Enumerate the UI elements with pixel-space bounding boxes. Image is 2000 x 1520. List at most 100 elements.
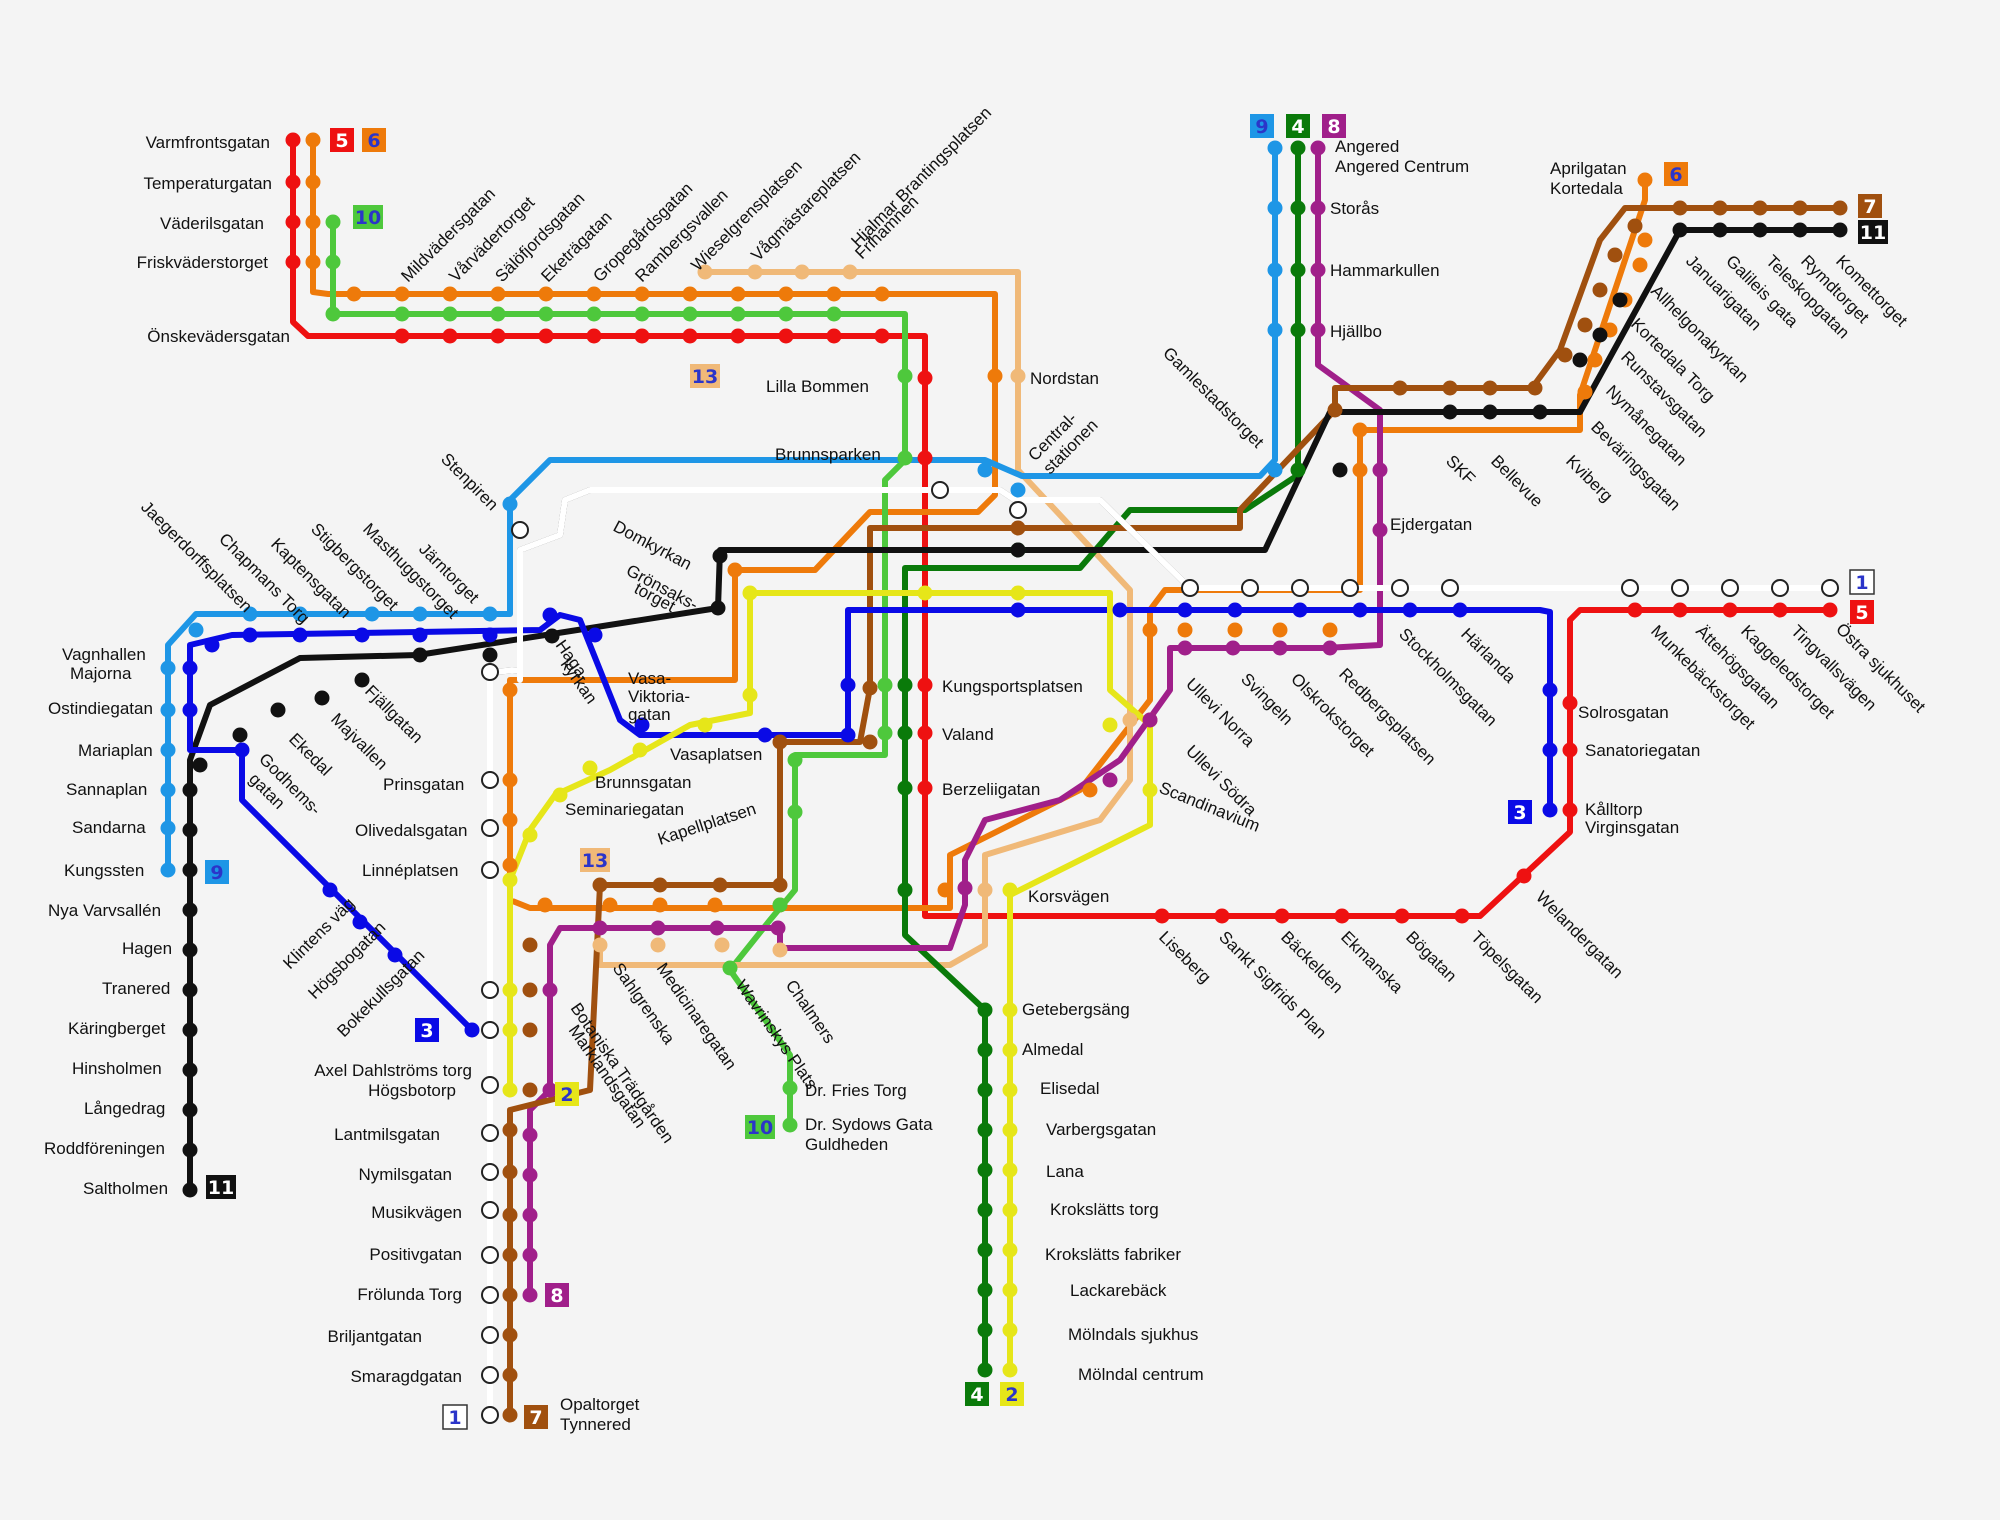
stop-marker[interactable] [442, 328, 458, 344]
stop-marker[interactable] [1274, 908, 1290, 924]
stop-marker[interactable] [160, 702, 176, 718]
stop-marker[interactable] [1587, 352, 1603, 368]
stop-marker[interactable] [502, 1287, 518, 1303]
stop-marker[interactable] [1310, 200, 1326, 216]
line-6-badge[interactable]: 6 [1664, 162, 1688, 186]
stop-marker[interactable] [682, 286, 698, 302]
stop-marker[interactable] [917, 370, 933, 386]
stop-marker[interactable] [481, 1201, 499, 1219]
stop-marker[interactable] [412, 647, 428, 663]
stop-marker[interactable] [650, 937, 666, 953]
stop-marker[interactable] [778, 306, 794, 322]
stop-marker[interactable] [1792, 222, 1808, 238]
stop-marker[interactable] [977, 882, 993, 898]
stop-marker[interactable] [552, 787, 568, 803]
stop-marker[interactable] [502, 496, 518, 512]
stop-marker[interactable] [502, 1022, 518, 1038]
stop-marker[interactable] [977, 1162, 993, 1178]
stop-marker[interactable] [234, 742, 250, 758]
stop-marker[interactable] [826, 328, 842, 344]
stop-marker[interactable] [1142, 622, 1158, 638]
stop-marker[interactable] [354, 627, 370, 643]
stop-marker[interactable] [1771, 579, 1789, 597]
stop-marker[interactable] [710, 600, 726, 616]
stop-marker[interactable] [682, 328, 698, 344]
stop-marker[interactable] [1290, 322, 1306, 338]
stop-marker[interactable] [537, 897, 553, 913]
stop-marker[interactable] [522, 1167, 538, 1183]
stop-marker[interactable] [1592, 282, 1608, 298]
stop-marker[interactable] [586, 306, 602, 322]
stop-marker[interactable] [305, 214, 321, 230]
stop-marker[interactable] [522, 1287, 538, 1303]
stop-marker[interactable] [1482, 404, 1498, 420]
stop-marker[interactable] [897, 882, 913, 898]
stop-marker[interactable] [1721, 579, 1739, 597]
stop-marker[interactable] [502, 1207, 518, 1223]
stop-marker[interactable] [542, 607, 558, 623]
stop-marker[interactable] [1102, 717, 1118, 733]
stop-marker[interactable] [490, 328, 506, 344]
stop-marker[interactable] [757, 727, 773, 743]
stop-marker[interactable] [490, 306, 506, 322]
stop-marker[interactable] [652, 897, 668, 913]
stop-marker[interactable] [1627, 602, 1643, 618]
stop-marker[interactable] [522, 1207, 538, 1223]
stop-marker[interactable] [522, 937, 538, 953]
stop-marker[interactable] [192, 757, 208, 773]
stop-marker[interactable] [1310, 322, 1326, 338]
stop-marker[interactable] [1334, 908, 1350, 924]
stop-marker[interactable] [1637, 232, 1653, 248]
stop-marker[interactable] [442, 306, 458, 322]
stop-marker[interactable] [412, 606, 428, 622]
stop-marker[interactable] [322, 882, 338, 898]
stop-marker[interactable] [1010, 482, 1026, 498]
stop-marker[interactable] [1267, 462, 1283, 478]
stop-marker[interactable] [1454, 908, 1470, 924]
stop-marker[interactable] [1627, 218, 1643, 234]
stop-marker[interactable] [542, 1082, 558, 1098]
stop-marker[interactable] [650, 920, 666, 936]
stop-marker[interactable] [1322, 622, 1338, 638]
line-5-badge[interactable]: 5 [330, 128, 354, 152]
stop-marker[interactable] [634, 306, 650, 322]
stop-marker[interactable] [502, 1367, 518, 1383]
stop-marker[interactable] [1142, 712, 1158, 728]
stop-marker[interactable] [1772, 602, 1788, 618]
stop-marker[interactable] [917, 585, 933, 601]
stop-marker[interactable] [1832, 200, 1848, 216]
stop-marker[interactable] [1322, 640, 1338, 656]
stop-marker[interactable] [1225, 640, 1241, 656]
stop-marker[interactable] [712, 548, 728, 564]
stop-marker[interactable] [160, 782, 176, 798]
stop-marker[interactable] [742, 687, 758, 703]
stop-marker[interactable] [481, 771, 499, 789]
stop-marker[interactable] [747, 264, 763, 280]
stop-marker[interactable] [232, 727, 248, 743]
stop-marker[interactable] [1752, 222, 1768, 238]
stop-marker[interactable] [481, 1076, 499, 1094]
stop-marker[interactable] [1621, 579, 1639, 597]
stop-marker[interactable] [1607, 247, 1623, 263]
stop-marker[interactable] [481, 1021, 499, 1039]
stop-marker[interactable] [840, 677, 856, 693]
stop-marker[interactable] [490, 286, 506, 302]
stop-marker[interactable] [1002, 1002, 1018, 1018]
stop-marker[interactable] [937, 882, 953, 898]
stop-marker[interactable] [292, 606, 308, 622]
stop-marker[interactable] [1241, 579, 1259, 597]
stop-marker[interactable] [1142, 782, 1158, 798]
stop-marker[interactable] [1010, 368, 1026, 384]
stop-marker[interactable] [285, 254, 301, 270]
stop-marker[interactable] [314, 690, 330, 706]
stop-marker[interactable] [1291, 579, 1309, 597]
stop-marker[interactable] [522, 1082, 538, 1098]
stop-marker[interactable] [542, 982, 558, 998]
stop-marker[interactable] [522, 1022, 538, 1038]
stop-marker[interactable] [1177, 640, 1193, 656]
stop-marker[interactable] [586, 286, 602, 302]
line-3-badge[interactable]: 3 [1508, 800, 1532, 824]
stop-marker[interactable] [697, 264, 713, 280]
stop-marker[interactable] [592, 920, 608, 936]
stop-marker[interactable] [412, 627, 428, 643]
